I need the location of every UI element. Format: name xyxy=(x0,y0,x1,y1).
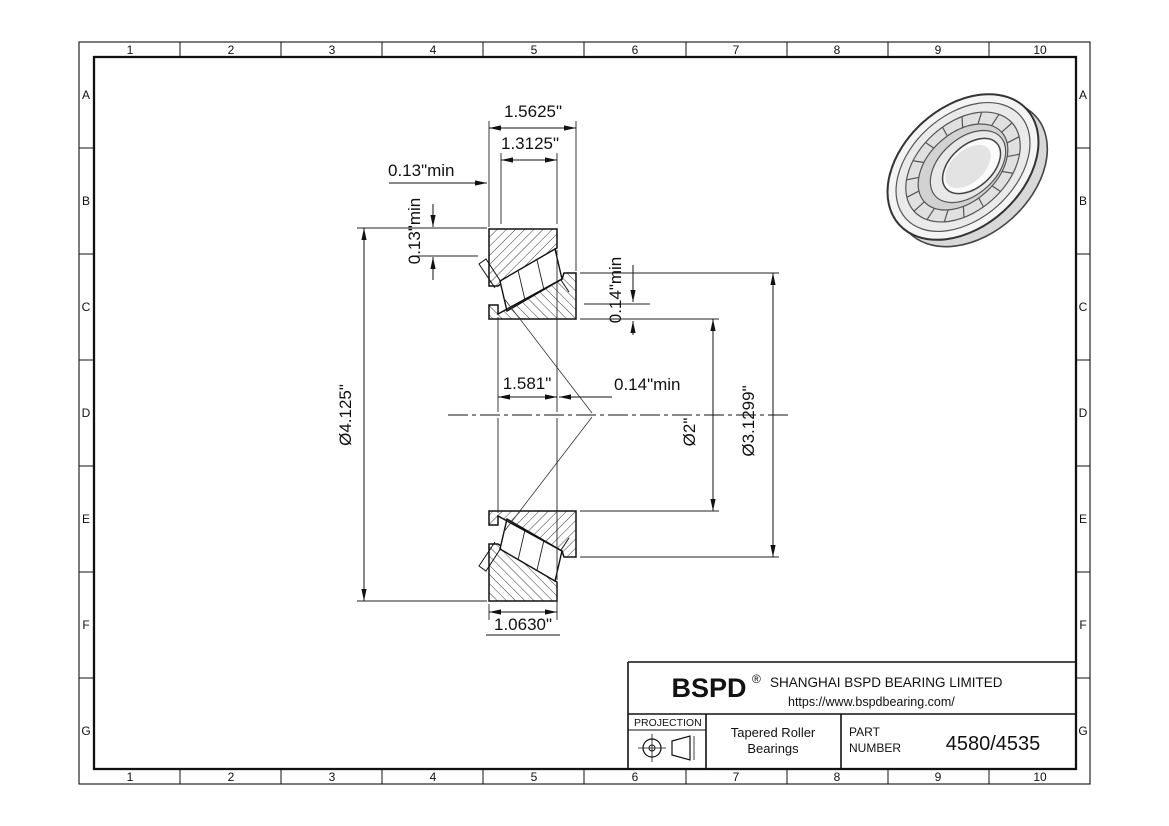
dim-right-clearance-horizontal-label: 0.14"min xyxy=(614,375,681,394)
grid-row-label: B xyxy=(1079,194,1087,208)
company-name: SHANGHAI BSPD BEARING LIMITED xyxy=(770,675,1003,690)
grid-col-label: 5 xyxy=(531,43,538,57)
grid-row-label: E xyxy=(1079,512,1087,526)
part-number-label-line1: PART xyxy=(849,725,881,739)
dim-assembled-width: 1.581" xyxy=(498,374,557,400)
grid-col-label: 4 xyxy=(430,770,437,784)
dim-overall-width: 1.5625" xyxy=(488,102,577,271)
grid-row-label: F xyxy=(1079,618,1086,632)
grid-tick-marks xyxy=(79,42,1090,784)
product-type-line2: Bearings xyxy=(747,741,799,756)
grid-col-label: 6 xyxy=(632,770,639,784)
dim-cup-back-diameter: Ø3.1299" xyxy=(580,272,779,558)
brand-logo: BSPD xyxy=(671,673,746,703)
dim-assembled-width-label: 1.581" xyxy=(503,374,552,393)
dim-right-clearance-vertical-label: 0.14"min xyxy=(606,257,625,324)
grid-row-label: A xyxy=(1079,88,1087,102)
dim-left-clearance-vertical: 0.13"min xyxy=(405,198,478,280)
inner-border xyxy=(92,55,1078,771)
grid-row-label: G xyxy=(1078,724,1087,738)
grid-col-label: 3 xyxy=(329,770,336,784)
grid-col-label: 10 xyxy=(1033,770,1047,784)
grid-row-label: F xyxy=(82,618,89,632)
dim-outer-diameter: Ø4.125" xyxy=(336,227,487,602)
grid-col-label: 7 xyxy=(733,770,740,784)
section-view xyxy=(448,228,792,602)
dim-bore-diameter: Ø2" xyxy=(580,318,719,512)
grid-col-label: 1 xyxy=(127,770,134,784)
grid-col-label: 3 xyxy=(329,43,336,57)
grid-row-label: D xyxy=(1079,406,1088,420)
grid-col-label: 9 xyxy=(935,43,942,57)
dim-cup-width-label: 1.0630" xyxy=(494,615,552,634)
grid-row-label: A xyxy=(82,88,90,102)
part-number-label-line2: NUMBER xyxy=(849,741,901,755)
grid-col-label: 8 xyxy=(834,43,841,57)
dim-step-width: 1.3125" xyxy=(500,134,559,224)
title-block-lines xyxy=(627,661,1076,769)
grid-col-label: 10 xyxy=(1033,43,1047,57)
dim-step-width-label: 1.3125" xyxy=(501,134,559,153)
part-number-value: 4580/4535 xyxy=(946,733,1041,755)
grid-col-label: 8 xyxy=(834,770,841,784)
dim-left-clearance-vertical-label: 0.13"min xyxy=(405,198,424,265)
section-top-half xyxy=(478,228,593,414)
dim-bore-diameter-label: Ø2" xyxy=(680,418,699,447)
registered-mark: ® xyxy=(752,672,761,686)
grid-col-label: 6 xyxy=(632,43,639,57)
dim-left-clearance-horizontal-label: 0.13"min xyxy=(388,161,455,180)
grid-col-label: 2 xyxy=(228,43,235,57)
projection-label: PROJECTION xyxy=(634,717,702,729)
grid-row-label: C xyxy=(82,300,91,314)
cage-line xyxy=(478,258,502,289)
roller-detail-line xyxy=(517,269,526,301)
dimension-annotations: 1.5625" 1.3125" 0.13"min 0.13"min Ø4.125… xyxy=(336,102,779,636)
grid-labels: 1 2 3 4 5 6 7 8 9 10 1 2 3 4 5 6 7 8 9 1… xyxy=(81,43,1087,784)
grid-row-label: E xyxy=(82,512,90,526)
contact-line xyxy=(502,296,593,414)
roller-ticks xyxy=(906,111,1020,223)
grid-row-label: G xyxy=(81,724,90,738)
grid-row-label: B xyxy=(82,194,90,208)
bore-shading xyxy=(945,144,991,189)
product-type-line1: Tapered Roller xyxy=(731,725,816,740)
grid-col-label: 9 xyxy=(935,770,942,784)
sheet-frame xyxy=(78,41,1091,785)
dim-overall-width-label: 1.5625" xyxy=(504,102,562,121)
dim-outer-diameter-label: Ø4.125" xyxy=(336,384,355,446)
title-block: BSPD ® SHANGHAI BSPD BEARING LIMITED htt… xyxy=(627,661,1076,769)
company-website[interactable]: https://www.bspdbearing.com/ xyxy=(788,695,955,709)
grid-col-label: 2 xyxy=(228,770,235,784)
grid-col-label: 4 xyxy=(430,43,437,57)
grid-col-label: 5 xyxy=(531,770,538,784)
dim-left-clearance-horizontal: 0.13"min xyxy=(388,161,487,186)
grid-row-label: C xyxy=(1079,300,1088,314)
grid-col-label: 1 xyxy=(127,43,134,57)
dim-cup-width: 1.0630" xyxy=(486,584,560,636)
grid-row-label: D xyxy=(82,406,91,420)
dim-cup-back-diameter-label: Ø3.1299" xyxy=(739,385,758,456)
roller-detail-line xyxy=(536,259,545,291)
dim-right-clearance-horizontal: 0.14"min xyxy=(559,375,681,400)
isometric-view xyxy=(886,93,1049,248)
first-angle-projection-icon xyxy=(638,734,695,762)
cage-line xyxy=(560,279,570,293)
grid-col-label: 7 xyxy=(733,43,740,57)
